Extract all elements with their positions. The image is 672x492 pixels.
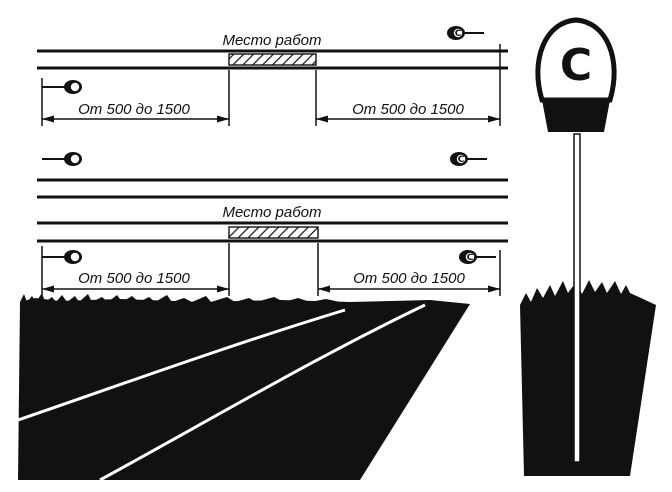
distance-dimension-right: От 500 до 1500 — [315, 44, 501, 126]
work-zone-hatch — [228, 226, 319, 239]
whistle-sign-icon — [42, 250, 82, 264]
work-site-label: Место работ — [223, 204, 322, 221]
distance-dimension-left: От 500 до 1500 — [41, 243, 230, 296]
sign-letter: С — [560, 40, 592, 91]
work-zone-hatch — [228, 53, 317, 66]
distance-dimension-left: От 500 до 1500 — [41, 70, 230, 126]
distance-label-right: От 500 до 1500 — [353, 270, 465, 287]
sign-plate — [535, 17, 617, 103]
whistle-sign-icon — [458, 249, 497, 265]
distance-label-right: От 500 до 1500 — [352, 101, 464, 118]
distance-dimension-right: От 500 до 1500 — [317, 243, 501, 296]
distance-label-left: От 500 до 1500 — [78, 101, 190, 118]
whistle-sign-icon — [42, 152, 82, 166]
track-ground-perspective — [17, 293, 470, 482]
perspective-rail-left — [17, 308, 346, 422]
perspective-rail-right — [99, 303, 426, 482]
distance-label-left: От 500 до 1500 — [78, 270, 190, 287]
whistle-sign-icon — [446, 25, 485, 41]
sign-pole — [573, 133, 581, 463]
whistle-sign-post: С — [520, 17, 656, 476]
diagram-single-track: Место работ От 500 до 1500 От 500 до 150… — [37, 25, 508, 126]
diagram-double-track: Место работ От 500 до 1500 — [37, 151, 508, 296]
work-site-label: Место работ — [223, 32, 322, 49]
whistle-sign-icon — [42, 80, 82, 94]
whistle-sign-icon — [449, 151, 488, 167]
